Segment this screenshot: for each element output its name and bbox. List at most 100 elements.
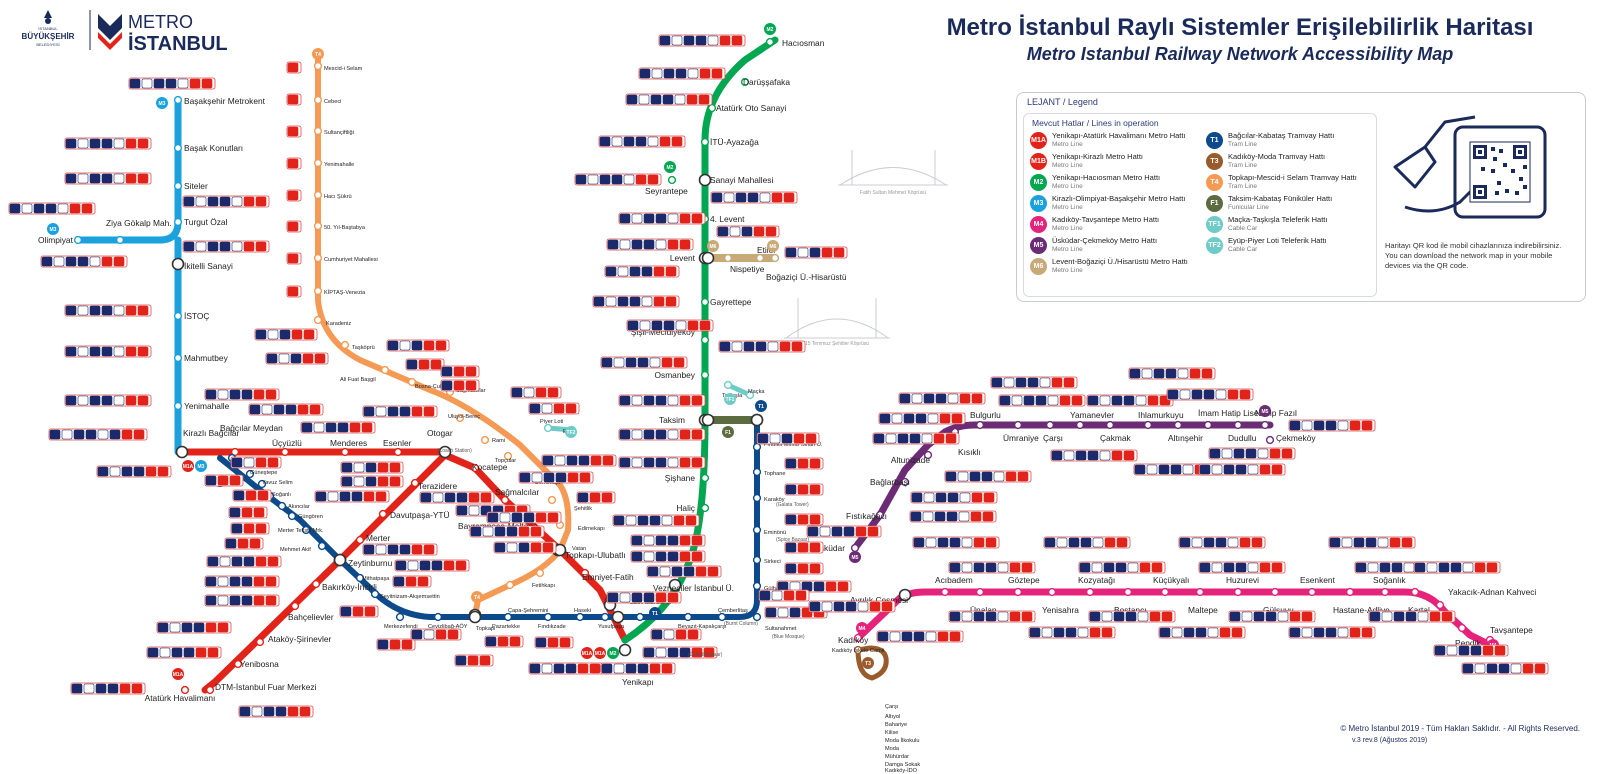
station-t4-7[interactable] [315, 288, 322, 295]
station-t1-26[interactable] [754, 495, 761, 502]
station-t1-28[interactable] [754, 444, 761, 451]
station-m1-7[interactable] [357, 537, 364, 544]
station-m4-5[interactable] [1049, 589, 1056, 596]
station-t1-23[interactable] [754, 583, 761, 590]
station-m1-1[interactable] [282, 449, 289, 456]
station-t1-7[interactable] [319, 543, 326, 550]
station-t4-4[interactable] [315, 192, 322, 199]
station-m4-15[interactable] [1412, 589, 1419, 596]
station-m3-0[interactable] [75, 237, 82, 244]
station-m1-21[interactable] [620, 645, 631, 656]
station-m4-17[interactable] [1459, 625, 1466, 632]
station-t1-5[interactable] [289, 513, 296, 520]
station-t1-20[interactable] [685, 614, 692, 621]
station-m3-4[interactable] [175, 183, 182, 190]
station-m2-5[interactable] [669, 177, 676, 184]
station-m2-3[interactable] [702, 139, 709, 146]
station-t4-17[interactable] [549, 497, 556, 504]
station-m5-0[interactable] [852, 545, 859, 552]
station-t1-25[interactable] [754, 527, 761, 534]
station-m1-10[interactable] [292, 603, 299, 610]
station-t4-8[interactable] [315, 317, 322, 324]
station-tf1-0[interactable] [725, 382, 732, 389]
station-t4-10[interactable] [382, 367, 389, 374]
station-m4-6[interactable] [1087, 589, 1094, 596]
station-m3-10[interactable] [177, 447, 188, 458]
station-m5-6[interactable] [1015, 422, 1022, 429]
station-m4-11[interactable] [1272, 589, 1279, 596]
station-m5-9[interactable] [1107, 422, 1114, 429]
station-t1-22[interactable] [754, 614, 761, 621]
station-t4-6[interactable] [315, 255, 322, 262]
station-t1-27[interactable] [754, 469, 761, 476]
station-t4-5[interactable] [315, 223, 322, 230]
station-m5-8[interactable] [1077, 422, 1084, 429]
station-m3-3[interactable] [175, 145, 182, 152]
station-m4-10[interactable] [1235, 589, 1242, 596]
station-t4-3[interactable] [315, 160, 322, 167]
station-m6-2[interactable] [757, 255, 764, 262]
station-m4-8[interactable] [1162, 589, 1169, 596]
station-m2-0[interactable] [767, 39, 774, 46]
station-t4-20[interactable] [537, 570, 544, 577]
station-f1-0[interactable] [703, 415, 714, 426]
station-m2-10[interactable] [702, 372, 709, 379]
station-m2-13[interactable] [702, 505, 709, 512]
station-m2-9[interactable] [702, 337, 709, 344]
station-t1-16[interactable] [577, 614, 584, 621]
station-m4-3[interactable] [977, 589, 984, 596]
station-t1-13[interactable] [470, 612, 481, 623]
station-t1-4[interactable] [279, 503, 286, 510]
station-t1-24[interactable] [754, 557, 761, 564]
station-m3-2[interactable] [175, 97, 182, 104]
station-t1-18[interactable] [613, 612, 624, 623]
station-m3-9[interactable] [175, 403, 182, 410]
station-t1-8[interactable] [335, 555, 346, 566]
station-m4-7[interactable] [1125, 589, 1132, 596]
station-m3-6[interactable] [173, 259, 184, 270]
station-t4-0[interactable] [315, 63, 322, 70]
station-t4-2[interactable] [315, 128, 322, 135]
station-m1-11[interactable] [257, 639, 264, 646]
station-m5-15[interactable] [1267, 437, 1274, 444]
station-m1-9[interactable] [313, 581, 320, 588]
station-m1-3[interactable] [395, 449, 402, 456]
station-m5-14[interactable] [1262, 422, 1269, 429]
station-m4-16[interactable] [1437, 602, 1444, 609]
station-t1-17[interactable] [602, 614, 609, 621]
station-m4-13[interactable] [1347, 589, 1354, 596]
station-tf2-0[interactable] [545, 425, 552, 432]
station-t4-9[interactable] [342, 342, 349, 349]
station-m5-12[interactable] [1205, 422, 1212, 429]
station-m3-8[interactable] [175, 355, 182, 362]
station-m2-4[interactable] [700, 175, 711, 186]
station-m1-6[interactable] [380, 511, 387, 518]
station-m5-13[interactable] [1235, 422, 1242, 429]
station-m5-5[interactable] [977, 422, 984, 429]
station-m3-5[interactable] [175, 219, 182, 226]
station-m6-1[interactable] [725, 255, 732, 262]
station-t1-11[interactable] [397, 614, 404, 621]
station-m3-1[interactable] [117, 237, 124, 244]
station-m2-12[interactable] [702, 475, 709, 482]
station-m4-4[interactable] [1015, 589, 1022, 596]
station-m4-12[interactable] [1309, 589, 1316, 596]
station-m4-9[interactable] [1197, 589, 1204, 596]
station-t4-1[interactable] [315, 97, 322, 104]
station-m2-8[interactable] [702, 299, 709, 306]
station-t1-15[interactable] [545, 614, 552, 621]
station-m5-10[interactable] [1145, 422, 1152, 429]
station-m4-2[interactable] [942, 589, 949, 596]
station-t1-12[interactable] [435, 614, 442, 621]
station-t4-21[interactable] [507, 582, 514, 589]
station-t1-21[interactable] [719, 614, 726, 621]
station-t1-14[interactable] [505, 614, 512, 621]
station-m3-7[interactable] [175, 313, 182, 320]
station-m1-16[interactable] [502, 497, 509, 504]
station-t1-19[interactable] [637, 614, 644, 621]
station-m4-14[interactable] [1382, 589, 1389, 596]
station-m1-2[interactable] [342, 449, 349, 456]
station-m5-11[interactable] [1175, 422, 1182, 429]
station-f1-1[interactable] [752, 415, 763, 426]
station-m5-7[interactable] [1047, 422, 1054, 429]
